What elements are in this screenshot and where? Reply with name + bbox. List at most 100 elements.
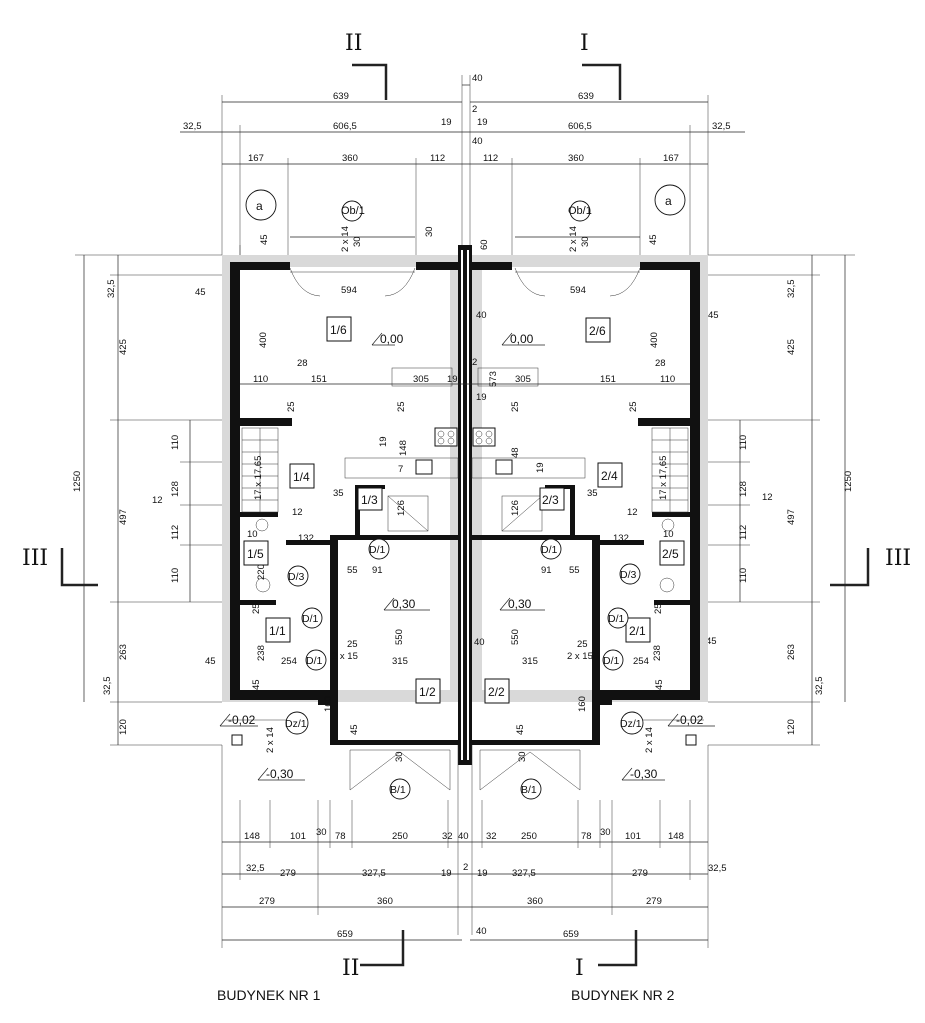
dim-160-right: 160 [577, 696, 588, 712]
dim-151-right: 151 [600, 374, 616, 385]
kitchen-counters [344, 427, 586, 479]
dim-35-right: 35 [587, 488, 598, 499]
level-entry-left: -0,02 [219, 713, 258, 727]
side-dimensions [75, 254, 855, 746]
dim-45-right-bottom: 45 [706, 636, 717, 647]
dim-30-top-left: 30 [352, 236, 363, 247]
section-arrow-left [60, 548, 98, 587]
svg-text:D/1: D/1 [603, 655, 620, 667]
dim-91-right: 91 [541, 565, 552, 576]
dim-45-inner-left: 45 [349, 724, 360, 735]
dim-45-top-right: 45 [648, 234, 659, 245]
section-marker-bottom-left: II [342, 956, 359, 981]
dim-b-148-left: 148 [244, 831, 260, 842]
dim-45-left-bottom: 45 [205, 656, 216, 667]
door-tag-d1-f: D/1 [602, 649, 624, 671]
svg-text:1/5: 1/5 [247, 547, 264, 561]
level-0-30-right: 0,30 [499, 597, 545, 611]
dim-120-left: 120 [118, 719, 129, 735]
level-0-00-left: 0,00 [371, 332, 404, 346]
door-tag-d1-c: D/1 [301, 607, 323, 629]
dim-10-left: 10 [247, 529, 258, 540]
dim-550-right: 550 [510, 629, 521, 645]
door-tag-d1-d: D/1 [607, 607, 629, 629]
dim-b-19-right: 19 [477, 868, 488, 879]
dim-40-mid: 40 [476, 310, 487, 321]
dim-b-659-right: 659 [563, 929, 579, 940]
dim-32-5-bottom-right: 32,5 [814, 677, 825, 696]
dim-stairs-right: 17 x 17,65 [658, 456, 669, 500]
window-label-right: Ob/1 [568, 205, 592, 217]
svg-text:1/4: 1/4 [293, 470, 310, 484]
dim-25-f: 25 [577, 639, 588, 650]
dim-top-40: 40 [472, 73, 483, 84]
dim-2x15-right: 2 x 15 [567, 651, 593, 662]
dim-425-left: 425 [118, 339, 129, 355]
dim-32-5-bottom-left: 32,5 [102, 677, 113, 696]
room-2-3: 2/3 [539, 487, 565, 511]
dim-12-inner-right: 12 [627, 507, 638, 518]
dim-top-40b: 40 [472, 136, 483, 147]
dim-120-right: 120 [786, 719, 797, 735]
dim-425-right: 425 [786, 339, 797, 355]
svg-text:1/3: 1/3 [361, 493, 378, 507]
svg-text:D/1: D/1 [302, 613, 319, 625]
dim-30-bottom-left: 30 [394, 751, 405, 762]
svg-text:D/1: D/1 [369, 544, 386, 556]
dim-top-2: 2 [472, 104, 477, 115]
dim-b-32-5-left: 32,5 [246, 863, 265, 874]
dim-1250-right: 1250 [843, 471, 854, 492]
level-entry-right: -0,02 [667, 713, 715, 727]
dim-b-101-left: 101 [290, 831, 306, 842]
dim-19-k-left: 19 [378, 436, 389, 447]
dim-b-78-right: 78 [581, 831, 592, 842]
svg-text:0,00: 0,00 [510, 332, 534, 346]
dim-45-1-1: 45 [251, 679, 262, 690]
section-marker-top-left: II [345, 31, 362, 56]
section-arrow-top-right [582, 63, 622, 100]
stairs-left [241, 427, 279, 513]
svg-text:2/6: 2/6 [589, 324, 606, 338]
svg-text:2/4: 2/4 [601, 469, 618, 483]
svg-text:2/2: 2/2 [488, 685, 505, 699]
svg-text:0,30: 0,30 [508, 597, 532, 611]
dim-45-inner-right: 45 [515, 724, 526, 735]
room-2-5: 2/5 [659, 540, 685, 566]
dim-2x14-top-left: 2 x 14 [340, 226, 351, 252]
svg-text:Dz/1: Dz/1 [620, 718, 642, 730]
dim-48: 48 [510, 447, 521, 458]
dim-400-right: 400 [649, 332, 660, 348]
dim-19-mid-left: 19 [447, 374, 458, 385]
svg-text:1/1: 1/1 [269, 624, 286, 638]
dim-497-right: 497 [786, 509, 797, 525]
svg-text:-0,02: -0,02 [228, 713, 256, 727]
dim-19-k-right: 19 [535, 462, 546, 473]
dim-b-148-right: 148 [668, 831, 684, 842]
dim-12-left: 12 [152, 495, 163, 506]
window-label-left: Ob/1 [341, 205, 365, 217]
dim-25-a: 25 [286, 401, 297, 412]
dim-b-40: 40 [458, 831, 469, 842]
dim-160-left: 160 [323, 696, 334, 712]
bottom-dimensions [221, 745, 709, 948]
door-tag-d1-b: D/1 [540, 538, 562, 560]
dim-b-250-left: 250 [392, 831, 408, 842]
dim-238-left: 238 [256, 645, 267, 661]
dim-2-mid: 2 [472, 357, 477, 368]
window-tag-left [341, 200, 363, 222]
dim-7: 7 [398, 464, 403, 475]
dim-30-bottom-right: 30 [517, 751, 528, 762]
door-tag-d1-e: D/1 [305, 649, 327, 671]
dim-b-360-right: 360 [527, 896, 543, 907]
room-2-6: 2/6 [585, 317, 611, 343]
dim-b-32-left: 32 [442, 831, 453, 842]
dim-b-40-lower: 40 [476, 926, 487, 937]
dim-2x14-bottom-right: 2 x 14 [644, 727, 655, 753]
room-1-4: 1/4 [289, 463, 315, 489]
dim-2x14-top-right: 2 x 14 [568, 226, 579, 252]
room-2-1: 2/1 [625, 617, 651, 643]
dim-top-112-left: 112 [430, 153, 445, 164]
dim-19-mid-right: 19 [476, 392, 487, 403]
dim-top-639-left: 639 [333, 91, 349, 102]
